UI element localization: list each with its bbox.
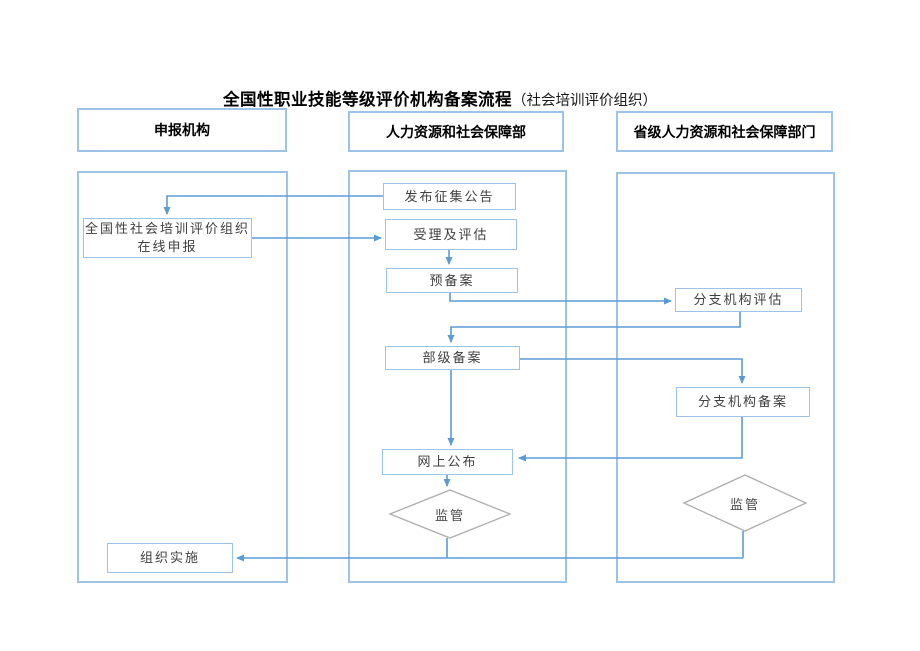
node-implementation-label: 组织实施 (139, 550, 200, 566)
node-accept-evaluate: 受理及评估 (385, 219, 517, 250)
node-supervision-ministry: 监管 (390, 490, 510, 538)
node-accept-evaluate-label: 受理及评估 (413, 226, 489, 242)
node-supervision-ministry-label: 监管 (434, 507, 465, 523)
lane-body-provincial (616, 172, 835, 583)
node-apply-online-line1: 全国性社会培训评价组织 (84, 220, 250, 236)
node-publish-online-label: 网上公布 (417, 454, 478, 470)
node-supervision-provincial-label: 监管 (729, 496, 760, 512)
connector-ministry-filing-to-branch-filing (520, 358, 746, 384)
node-pre-filing: 预备案 (386, 268, 518, 293)
lane-header-ministry-label: 人力资源和社会保障部 (386, 123, 526, 140)
diamond-supervision-ministry (388, 489, 512, 539)
node-publish-notice: 发布征集公告 (383, 183, 516, 210)
node-branch-filing-label: 分支机构备案 (697, 394, 788, 410)
lane-header-applicant-label: 申报机构 (154, 122, 210, 138)
lane-header-applicant: 申报机构 (77, 108, 287, 152)
connector-branch-filing-to-publish-online (518, 417, 743, 462)
page-title-main: 全国性职业技能等级评价机构备案流程 (223, 91, 512, 109)
node-apply-online-line2: 在线申报 (137, 239, 198, 254)
page-title-sub: （社会培训评价组织） (512, 93, 657, 109)
node-ministry-filing-label: 部级备案 (422, 350, 483, 366)
node-apply-online: 全国性社会培训评价组织 在线申报 (83, 218, 252, 258)
connector-notice-to-apply (163, 195, 383, 215)
lane-header-provincial: 省级人力资源和社会保障部门 (616, 111, 833, 152)
connector-prefiling-to-branch-eval (449, 293, 672, 305)
page-title: 全国性职业技能等级评价机构备案流程（社会培训评价组织） (0, 86, 880, 110)
node-ministry-filing: 部级备案 (385, 346, 520, 370)
node-branch-evaluation: 分支机构评估 (675, 288, 802, 312)
lane-body-applicant (77, 171, 288, 583)
node-implementation: 组织实施 (107, 543, 233, 573)
node-publish-online: 网上公布 (382, 449, 513, 475)
node-supervision-provincial: 监管 (684, 477, 806, 529)
node-pre-filing-label: 预备案 (429, 272, 475, 288)
lane-header-provincial-label: 省级人力资源和社会保障部门 (633, 123, 816, 140)
node-branch-filing: 分支机构备案 (676, 387, 810, 417)
lane-header-ministry: 人力资源和社会保障部 (348, 111, 564, 152)
connector-branch-eval-to-ministry-filing (447, 312, 741, 343)
node-publish-notice-label: 发布征集公告 (404, 188, 495, 204)
lane-body-ministry (348, 170, 567, 583)
diamond-supervision-provincial (682, 474, 808, 532)
node-branch-evaluation-label: 分支机构评估 (693, 292, 784, 308)
